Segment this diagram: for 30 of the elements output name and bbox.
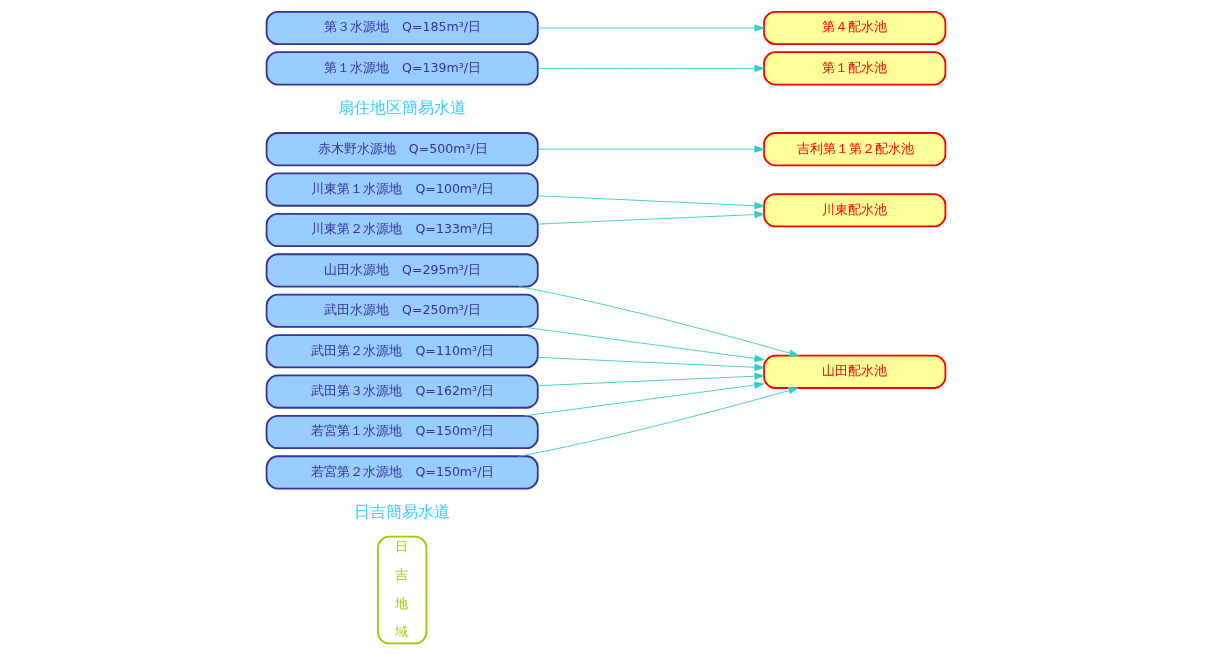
node-box: 川東第１水源地 Q=100m³/日 [265, 172, 539, 207]
node-box: 第４配水池 [762, 10, 946, 45]
arrow [537, 356, 764, 371]
arrow [537, 372, 764, 387]
arrow [537, 211, 764, 225]
arrow [537, 195, 764, 210]
arrow [521, 326, 764, 362]
node-box: 若宮第１水源地 Q=150m³/日 [265, 414, 539, 450]
node-box: 山田配水池 [762, 354, 946, 389]
node-box: 日吉地域 [376, 535, 427, 645]
node-box: 武田第３水源地 Q=162m³/日 [265, 374, 539, 409]
arrow [517, 286, 799, 357]
node-box: 第３水源地 Q=185m³/日 [265, 10, 539, 45]
node-box: 川東第２水源地 Q=133m³/日 [265, 212, 539, 248]
arrow [523, 381, 764, 417]
node-box: 第１配水池 [762, 51, 946, 86]
node-box: 川東配水池 [762, 193, 946, 228]
node-box: 赤木野水源地 Q=500m³/日 [265, 132, 539, 167]
node-box: 武田水源地 Q=250m³/日 [265, 293, 539, 328]
label: 扇住地区簡易水道 [337, 97, 466, 117]
arrow [537, 64, 764, 72]
arrow [537, 145, 764, 153]
arrow [517, 387, 798, 457]
node-box: 山田水源地 Q=295m³/日 [265, 253, 539, 288]
label: 日吉簡易水道 [353, 501, 450, 521]
node-box: 武田第２水源地 Q=110m³/日 [265, 334, 539, 369]
node-box: 吉利第１第２配水池 [762, 132, 946, 167]
node-box: 若宮第２水源地 Q=150m³/日 [265, 455, 539, 490]
arrow [537, 24, 764, 32]
node-box: 第１水源地 Q=139m³/日 [265, 51, 539, 86]
